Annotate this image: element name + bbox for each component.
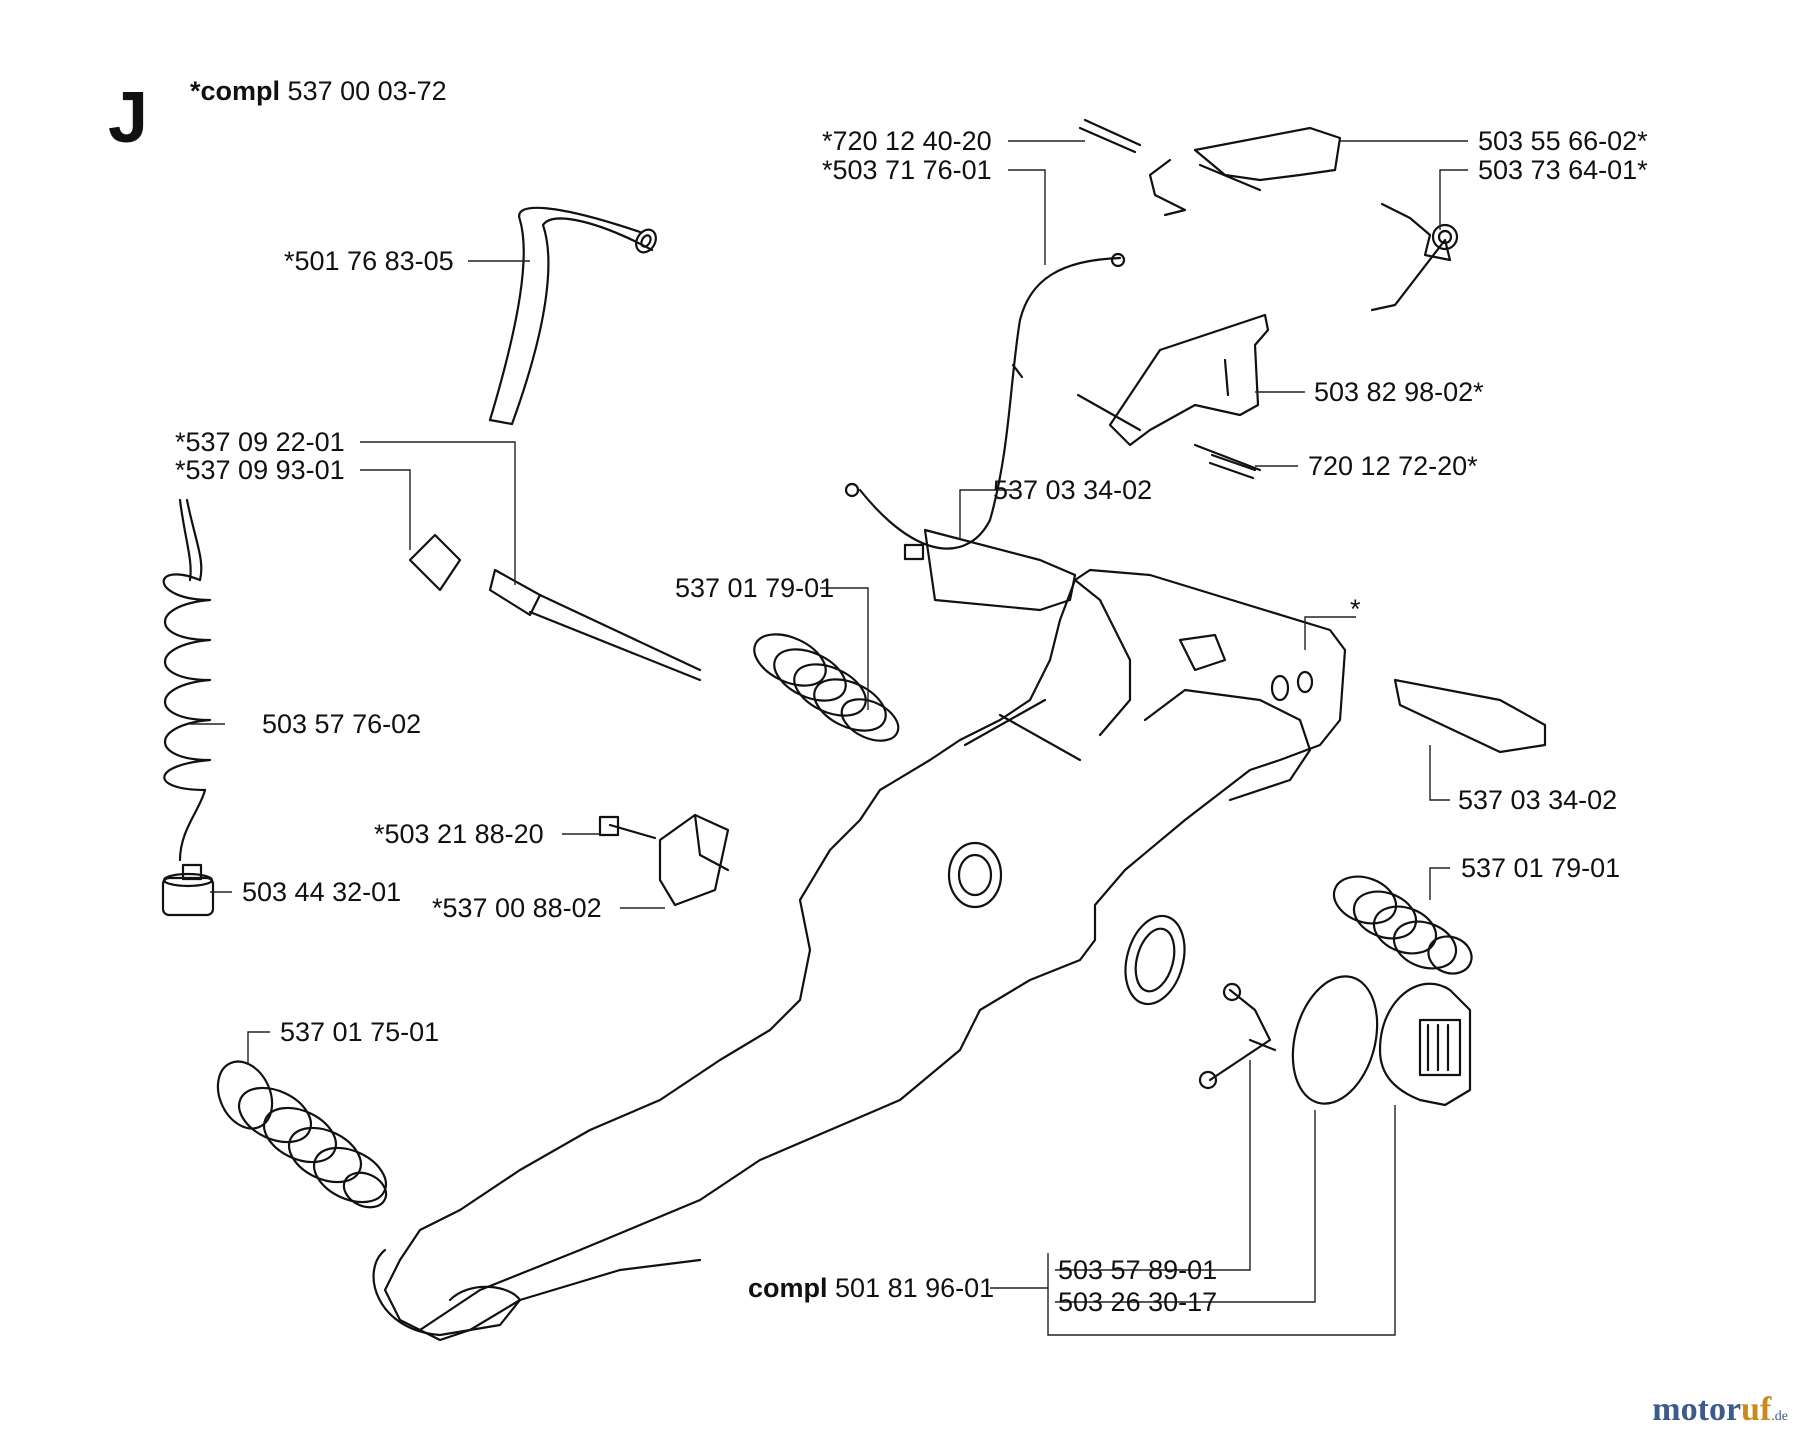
header-compl-number: 537 00 03-72 xyxy=(287,76,447,106)
clip-drawing xyxy=(658,813,730,907)
av-spring-right-drawing xyxy=(1332,875,1473,975)
part-label-537-03-34-02-top[interactable]: 537 03 34-02 xyxy=(993,475,1153,505)
av-spring-lower-drawing xyxy=(216,1060,388,1209)
rear-handle-end-drawing xyxy=(372,1248,522,1337)
fuel-pickup-drawing xyxy=(408,533,702,682)
o-ring-drawing xyxy=(1291,975,1379,1105)
footer-compl: compl 501 81 96-01 xyxy=(748,1275,994,1302)
part-label-537-03-34-02-right[interactable]: 537 03 34-02 xyxy=(1458,785,1618,815)
part-label-537-01-79-01-left[interactable]: 537 01 79-01 xyxy=(675,573,835,603)
footer-compl-number: 501 81 96-01 xyxy=(835,1273,995,1303)
grommet-right-drawing xyxy=(1393,678,1547,754)
part-label-503-55-66-02[interactable]: 503 55 66-02* xyxy=(1478,126,1648,156)
part-label-star: * xyxy=(1350,594,1361,624)
part-label-503-57-76-02[interactable]: 503 57 76-02 xyxy=(262,709,422,739)
pin-drawing xyxy=(1208,453,1257,480)
part-label-503-57-89-01[interactable]: 503 57 89-01 xyxy=(1058,1255,1218,1285)
part-label-503-21-88-20[interactable]: *503 21 88-20 xyxy=(374,819,544,849)
fuel-cap-drawing xyxy=(1378,982,1472,1107)
part-label-501-76-83-05[interactable]: *501 76 83-05 xyxy=(284,246,454,276)
leader-lines xyxy=(190,140,1468,1336)
section-letter: J xyxy=(108,78,149,158)
footer-compl-word: compl xyxy=(748,1273,828,1303)
header-compl-word: *compl xyxy=(190,76,281,106)
throttle-trigger-drawing xyxy=(1078,118,1342,217)
watermark-part1: motor xyxy=(1652,1391,1742,1428)
fuel-filter-drawing xyxy=(161,863,215,917)
part-label-503-82-98-02[interactable]: 503 82 98-02* xyxy=(1314,377,1484,407)
throttle-lockout-drawing xyxy=(1076,313,1270,472)
part-label-720-12-40-20[interactable]: *720 12 40-20 xyxy=(822,126,992,156)
part-label-537-09-93-01[interactable]: *537 09 93-01 xyxy=(175,455,345,485)
screw-drawing xyxy=(598,815,657,840)
watermark-part2: uf xyxy=(1741,1391,1772,1428)
part-label-537-09-22-01[interactable]: *537 09 22-01 xyxy=(175,427,345,457)
part-label-503-26-30-17[interactable]: 503 26 30-17 xyxy=(1058,1287,1218,1317)
torsion-spring-drawing xyxy=(1370,202,1459,312)
fuel-hose-drawing xyxy=(488,206,657,426)
part-label-537-01-79-01-right[interactable]: 537 01 79-01 xyxy=(1461,853,1621,883)
part-label-537-01-75-01[interactable]: 537 01 75-01 xyxy=(280,1017,440,1047)
tank-handle-body-drawing xyxy=(383,568,1347,1342)
cap-retainer-drawing xyxy=(1198,982,1277,1090)
part-label-720-12-72-20[interactable]: 720 12 72-20* xyxy=(1308,451,1478,481)
grommet-drawing xyxy=(903,528,1077,612)
watermark-suffix: .de xyxy=(1771,1409,1788,1424)
part-label-503-71-76-01[interactable]: *503 71 76-01 xyxy=(822,155,992,185)
fuel-line-spring-drawing xyxy=(162,498,212,862)
throttle-cable-drawing xyxy=(844,252,1126,550)
part-label-503-73-64-01[interactable]: 503 73 64-01* xyxy=(1478,155,1648,185)
watermark-logo: motoruf.de xyxy=(1652,1393,1788,1427)
part-label-503-44-32-01[interactable]: 503 44 32-01 xyxy=(242,877,402,907)
part-label-537-00-88-02[interactable]: *537 00 88-02 xyxy=(432,893,602,923)
av-spring-upper-drawing xyxy=(753,633,900,742)
header-compl: *compl 537 00 03-72 xyxy=(190,78,447,105)
